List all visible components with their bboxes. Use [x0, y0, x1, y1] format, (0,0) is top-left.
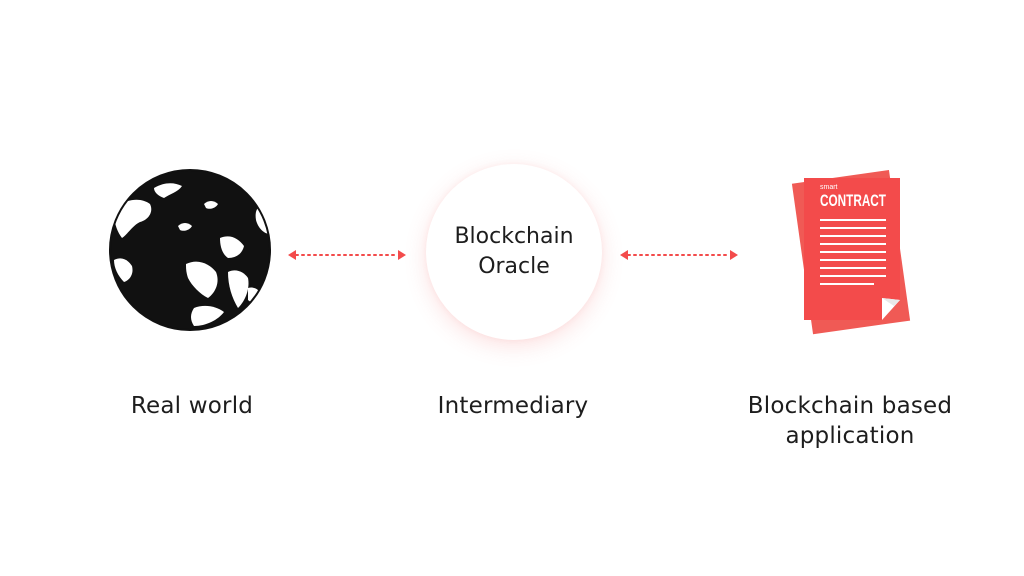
contract-big-text: CONTRACT [820, 191, 886, 210]
oracle-circle: Blockchain Oracle [426, 164, 602, 340]
label-real-world: Real world [130, 393, 254, 419]
oracle-title: Blockchain Oracle [454, 222, 573, 282]
contract-small-text: smart [820, 184, 838, 191]
arrowhead-right-icon [398, 250, 406, 260]
bidirectional-connector-right [620, 250, 738, 260]
oracle-title-line1: Blockchain [454, 224, 574, 249]
oracle-title-line2: Oracle [478, 254, 550, 279]
label-app-line1: Blockchain based [747, 393, 953, 419]
label-app-line2: application [785, 423, 915, 449]
arrowhead-left-icon [620, 250, 628, 260]
bidirectional-connector-left [288, 250, 406, 260]
label-blockchain-application: Blockchain based application [720, 391, 980, 451]
arrowhead-right-icon [730, 250, 738, 260]
globe-icon [109, 169, 271, 331]
label-intermediary: Intermediary [437, 393, 589, 419]
arrowhead-left-icon [288, 250, 296, 260]
smart-contract-icon: smart CONTRACT [791, 170, 911, 335]
